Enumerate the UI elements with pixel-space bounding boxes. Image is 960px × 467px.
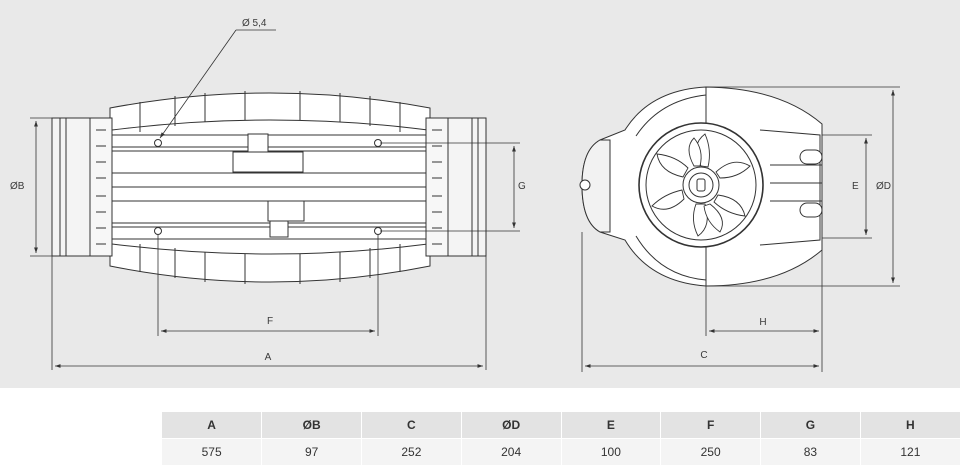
front-view-dimensions — [581, 86, 900, 372]
front-view — [579, 86, 823, 287]
header-d: ØD — [461, 412, 562, 439]
dimension-table: A ØB C ØD E F G H 575 97 252 204 100 250… — [162, 412, 960, 465]
label-hole-diameter: Ø 5,4 — [242, 18, 267, 29]
value-d: 204 — [461, 438, 562, 465]
label-d: ØD — [876, 181, 891, 192]
technical-drawing: A F ØB G Ø 5,4 — [0, 0, 960, 388]
label-b: ØB — [10, 181, 25, 192]
fan-dimension-drawing: A F ØB G Ø 5,4 — [10, 18, 900, 372]
label-g: G — [518, 181, 526, 192]
header-e: E — [561, 412, 662, 439]
label-a: A — [265, 352, 272, 363]
side-view — [51, 91, 487, 284]
header-h: H — [860, 412, 960, 439]
value-c: 252 — [361, 438, 462, 465]
dimension-table-container: A ØB C ØD E F G H 575 97 252 204 100 250… — [162, 412, 960, 465]
table-row: 575 97 252 204 100 250 83 121 — [162, 438, 960, 465]
value-g: 83 — [760, 438, 861, 465]
value-b: 97 — [261, 438, 362, 465]
value-h: 121 — [860, 438, 960, 465]
header-b: ØB — [261, 412, 362, 439]
value-a: 575 — [162, 438, 263, 465]
header-c: C — [361, 412, 462, 439]
header-f: F — [660, 412, 761, 439]
header-g: G — [760, 412, 861, 439]
label-c: C — [700, 350, 707, 361]
value-f: 250 — [660, 438, 761, 465]
label-f: F — [267, 316, 273, 327]
side-view-dimensions — [30, 29, 520, 370]
label-h: H — [759, 317, 766, 328]
header-a: A — [162, 412, 263, 439]
table-header-row: A ØB C ØD E F G H — [162, 412, 960, 439]
label-e: E — [852, 181, 859, 192]
value-e: 100 — [561, 438, 662, 465]
